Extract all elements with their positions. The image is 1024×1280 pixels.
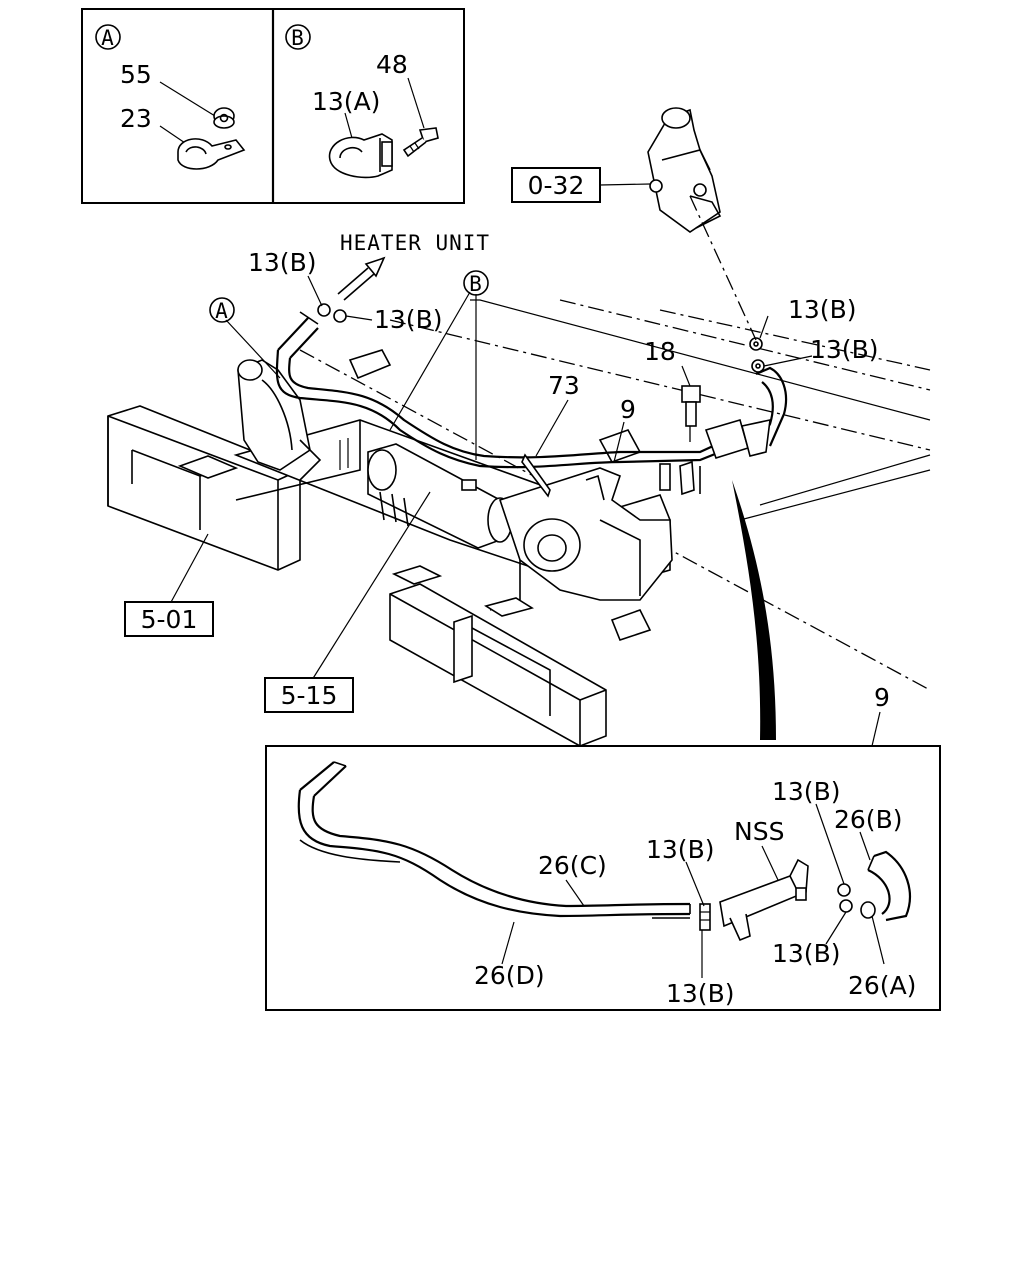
detail-panel: 9 (265, 683, 941, 1011)
heater-direction-arrow (337, 256, 386, 301)
detail-title: 9 (874, 683, 890, 712)
mount-bracket-right (489, 429, 673, 641)
part-label-13a: 13(A) (312, 87, 380, 116)
detail-label-clip-right-lower: 13(B) (772, 939, 840, 968)
label-band-73: 73 (548, 371, 580, 400)
label-clip-right-1: 13(B) (788, 295, 856, 324)
heater-pipes (275, 311, 788, 496)
callout-b: B (469, 272, 483, 296)
cross-member-front (107, 405, 301, 571)
ref-label-0-32: 0-32 (528, 171, 585, 200)
bolt-icon (402, 127, 439, 158)
clamp-icon (328, 133, 393, 179)
detail-label-26b: 26(B) (834, 805, 902, 834)
callout-a-circle (209, 297, 235, 323)
marker-a-circle (95, 24, 121, 50)
inset-b: B 48 13(A) (285, 24, 439, 179)
cross-member-rear (389, 565, 607, 747)
detail-label-clip-right-upper: 13(B) (772, 777, 840, 806)
ref-box-0-32[interactable] (511, 167, 601, 203)
detail-pipes (297, 761, 691, 919)
inset-a: A 55 23 (95, 24, 246, 170)
detail-pointer (732, 480, 776, 740)
clip-icon (177, 138, 246, 170)
detail-label-clip-upper: 13(B) (646, 835, 714, 864)
label-clip-top-right: 13(B) (374, 305, 442, 334)
band-73 (521, 453, 551, 498)
detail-label-nss: NSS (734, 817, 784, 846)
ref-label-5-01: 5-01 (141, 605, 198, 634)
clip-right-2-icon (751, 359, 765, 373)
detail-clip-right-icon (837, 883, 853, 913)
shock-absorber (367, 443, 513, 549)
label-bolt-18: 18 (644, 337, 676, 366)
heater-unit-label: HEATER UNIT (340, 231, 490, 255)
heater-unit-fitting (647, 107, 757, 341)
label-pipe-9: 9 (620, 395, 636, 424)
ref-label-5-15: 5-15 (281, 681, 338, 710)
detail-label-clip-lower: 13(B) (666, 979, 734, 1008)
detail-label-26a: 26(A) (848, 971, 916, 1000)
clip-right-1-icon (749, 337, 763, 351)
inset-panel (81, 8, 465, 204)
marker-a: A (101, 26, 115, 50)
nut-icon (213, 107, 235, 129)
detail-clip-center-icon (699, 903, 711, 931)
ref-box-5-15[interactable] (264, 677, 354, 713)
main-assembly: A B HEATER UNIT 13(B) 13(B) 13(B) 13(B) … (107, 107, 931, 747)
part-label-55: 55 (120, 60, 152, 89)
callout-b-circle (463, 270, 489, 296)
label-clip-top-left: 13(B) (248, 248, 316, 277)
part-label-23: 23 (120, 104, 152, 133)
mount-bracket-left (237, 349, 392, 481)
detail-pipe-short (860, 850, 911, 922)
detail-label-26d: 26(D) (474, 961, 545, 990)
bolt-18-icon (681, 385, 701, 446)
part-label-48: 48 (376, 50, 408, 79)
label-clip-right-2: 13(B) (810, 335, 878, 364)
ref-box-5-01[interactable] (124, 601, 214, 637)
callout-a: A (215, 299, 229, 323)
detail-label-26c: 26(C) (538, 851, 607, 880)
marker-b: B (291, 26, 305, 50)
marker-b-circle (285, 24, 311, 50)
clip-top-left-icon (317, 303, 347, 323)
nss-bracket (719, 858, 809, 942)
